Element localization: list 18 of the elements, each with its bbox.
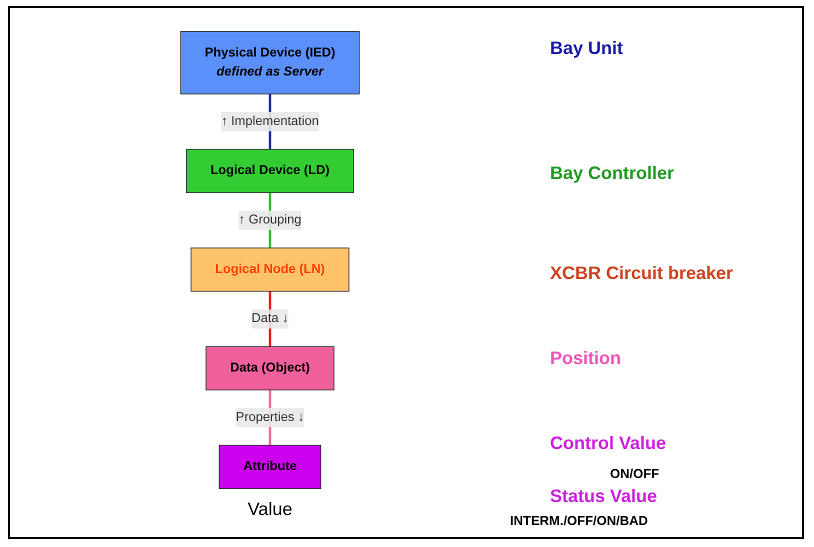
edge-label: Properties ↓ bbox=[236, 410, 304, 424]
edge-label: ↑ Grouping bbox=[238, 213, 302, 227]
value-range: ON/OFF bbox=[610, 466, 660, 481]
layer-caption: Position bbox=[550, 348, 621, 369]
edge-label: Data ↓ bbox=[251, 312, 289, 326]
value-caption: Status Value bbox=[550, 486, 658, 507]
value-label: Value bbox=[248, 499, 292, 520]
node-box: Logical Node (LN) bbox=[190, 248, 350, 292]
node-box: Data (Object) bbox=[206, 346, 334, 390]
value-caption: Control Value bbox=[550, 433, 666, 454]
node-box: Logical Device (LD) bbox=[186, 148, 354, 194]
layer-caption: Bay Controller bbox=[550, 163, 674, 184]
value-range: INTERM./OFF/ON/BAD bbox=[510, 513, 648, 528]
node-box: Physical Device (IED) defined as Server bbox=[180, 31, 360, 94]
node-box: Attribute bbox=[218, 444, 322, 489]
layer-caption: Bay Unit bbox=[550, 38, 624, 59]
layer-caption: XCBR Circuit breaker bbox=[550, 263, 734, 284]
edge-label: ↑ Implementation bbox=[221, 114, 319, 128]
